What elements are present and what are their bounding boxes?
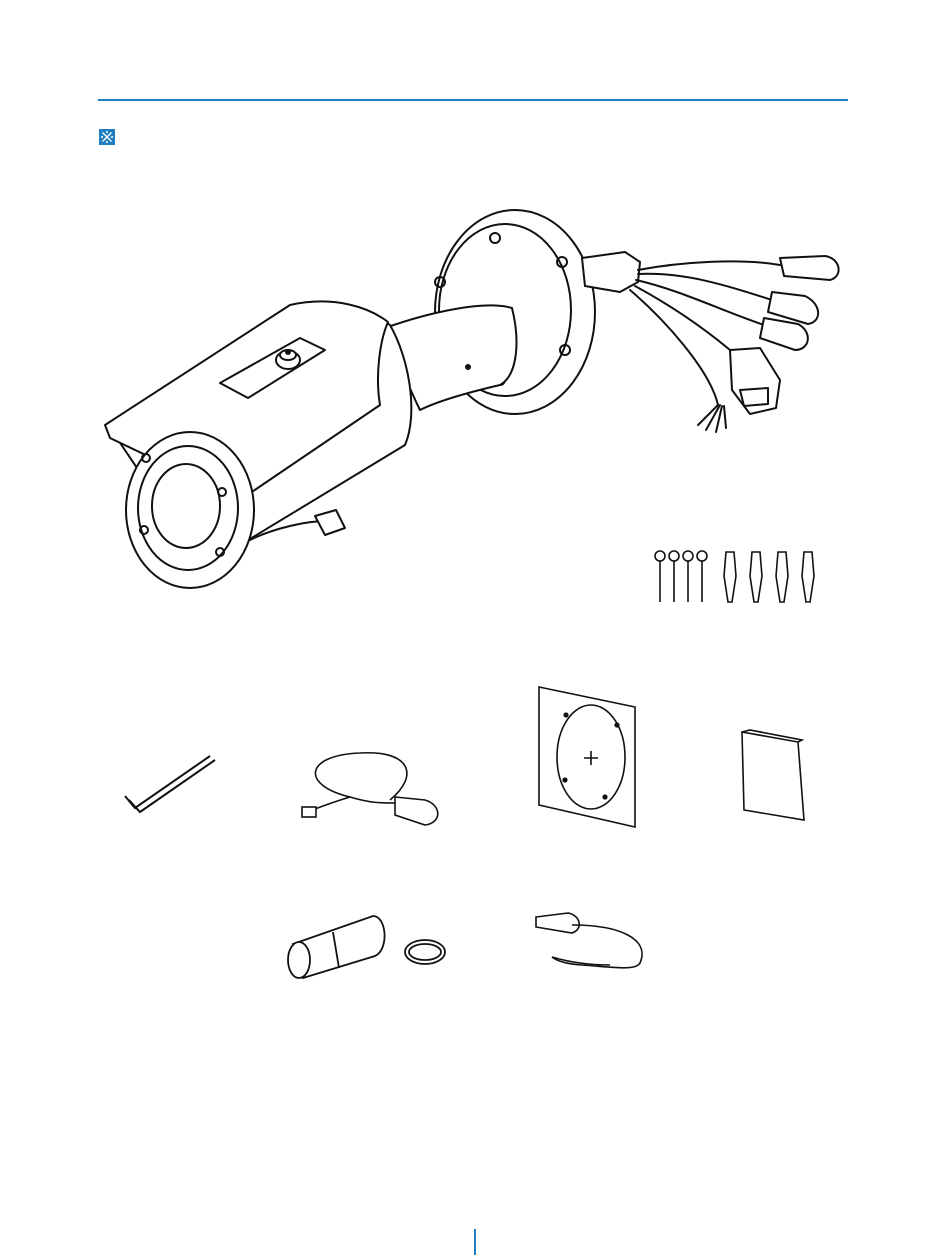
page-footer-mark [474,1229,476,1255]
screws-illustration [650,548,835,608]
reference-mark-icon [99,129,115,145]
wrench-illustration [115,750,225,820]
bnc-cable-illustration [532,905,652,975]
test-cable-illustration [300,745,450,835]
waterproof-cap-illustration [285,910,450,982]
header-rule [98,99,848,101]
manual-illustration [738,728,808,823]
template-illustration [535,685,640,830]
camera-illustration [100,200,860,590]
